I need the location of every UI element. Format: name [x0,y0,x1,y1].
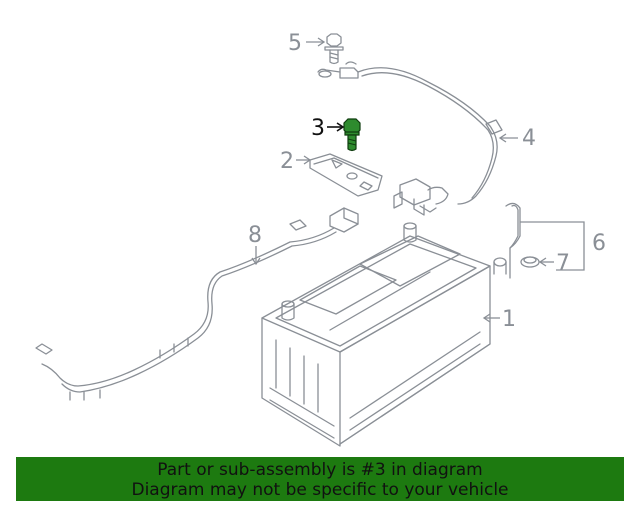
callout-4[interactable]: 4 [522,126,536,151]
part-1-battery[interactable] [261,222,491,447]
part-7-plug[interactable] [520,256,540,268]
parts-diagram: 5 3 2 4 6 7 1 8 [35,31,606,447]
part-6-vent-tube[interactable] [493,202,521,279]
part-3-bolt[interactable] [343,118,361,152]
callout-6[interactable]: 6 [592,231,606,256]
leader-6 [520,221,585,271]
callout-8[interactable]: 8 [248,223,262,248]
callout-3[interactable]: 3 [311,116,325,141]
callout-7[interactable]: 7 [556,251,570,276]
callout-2[interactable]: 2 [280,149,294,174]
part-4-ground-cable[interactable] [317,61,503,216]
callout-5[interactable]: 5 [288,31,302,56]
banner-line-2: Diagram may not be specific to your vehi… [131,480,509,500]
info-banner: Part or sub-assembly is #3 in diagram Di… [16,457,624,501]
banner-line-1: Part or sub-assembly is #3 in diagram [157,460,483,480]
callout-1[interactable]: 1 [502,307,516,332]
part-2-bracket[interactable] [309,153,383,197]
part-8-harness[interactable] [35,207,359,401]
part-5-bolt[interactable] [324,33,344,65]
